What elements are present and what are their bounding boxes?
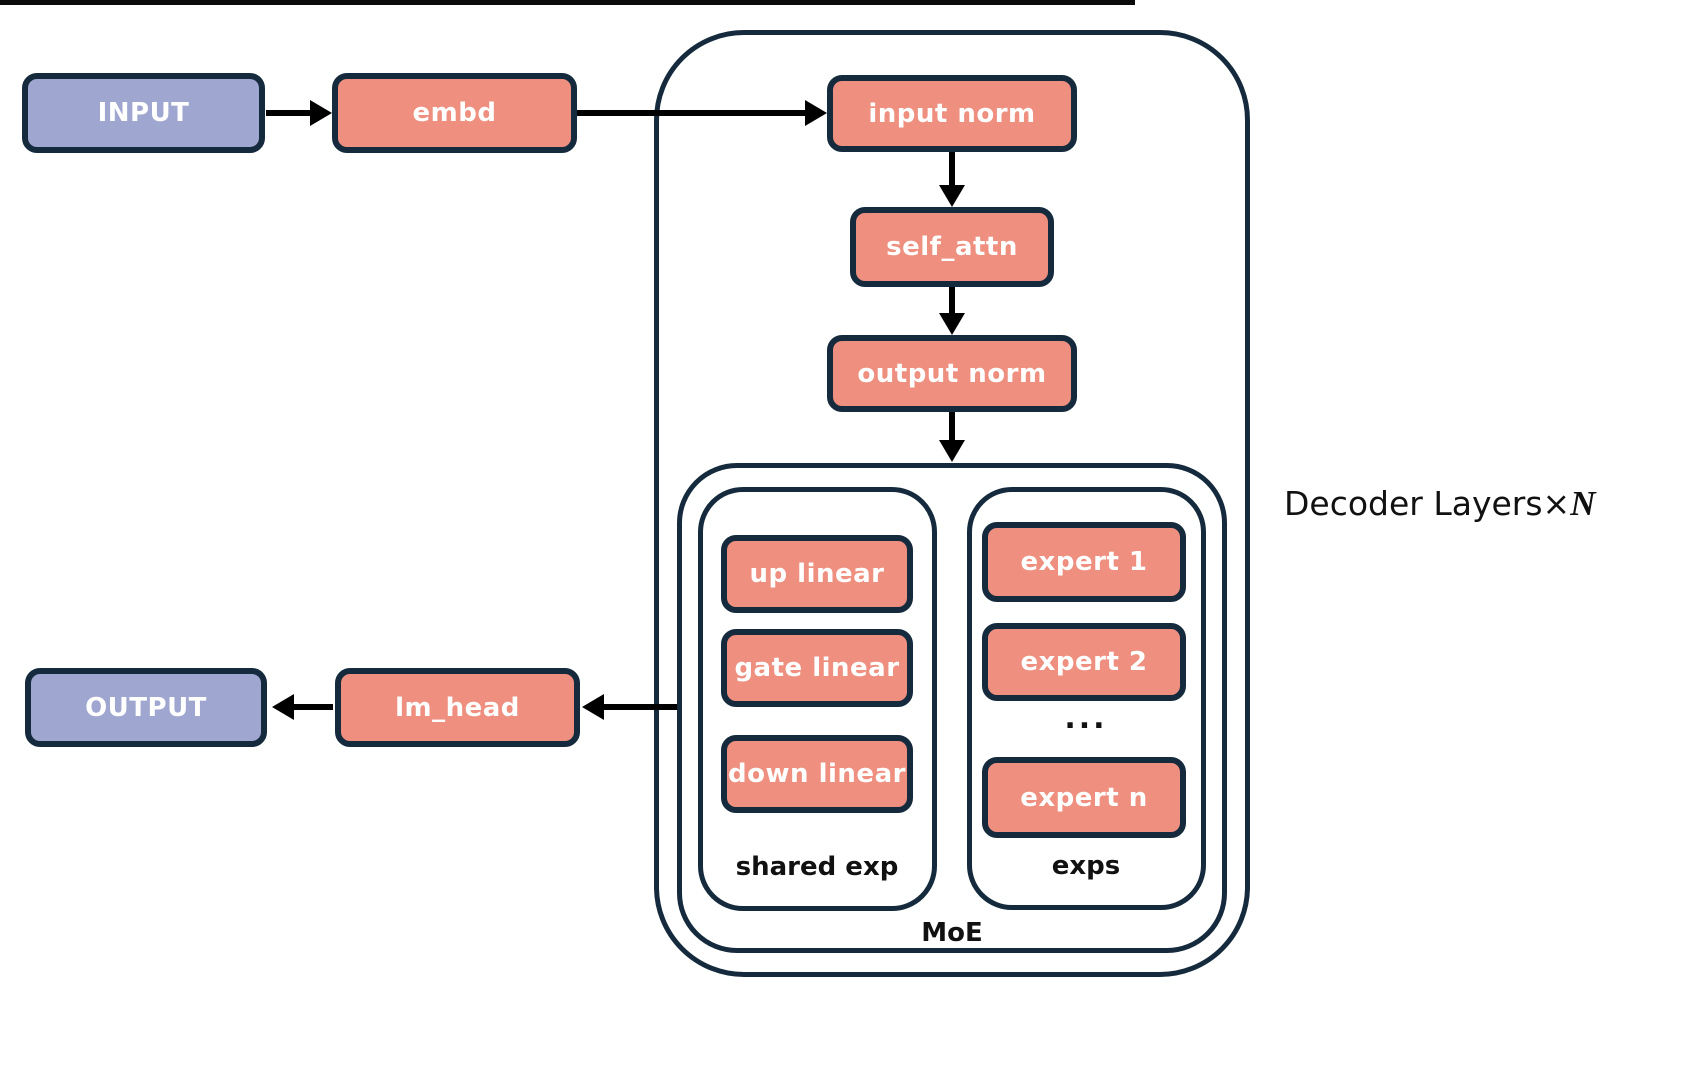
- expert-1-node: expert 1: [982, 522, 1186, 602]
- lm-head-node: lm_head: [335, 668, 580, 747]
- top-border-line: [0, 0, 1135, 5]
- up-linear-node: up linear: [721, 535, 913, 613]
- expert-n-node: expert n: [982, 757, 1186, 838]
- down-linear-node-label: down linear: [728, 759, 906, 789]
- decoder-layers-label: Decoder Layers×N: [1284, 484, 1596, 528]
- lm-head-node-label: lm_head: [395, 692, 520, 723]
- arrow-outputnorm-to-moe-head: [939, 440, 965, 462]
- embd-node-label: embd: [412, 98, 497, 128]
- moe-label-text: MoE: [921, 918, 983, 948]
- output-norm-node-label: output norm: [857, 358, 1047, 389]
- expert-2-node: expert 2: [982, 623, 1186, 701]
- arrow-lmhead-to-output-head: [272, 694, 294, 720]
- exps-container: [967, 487, 1206, 910]
- up-linear-node-label: up linear: [749, 559, 885, 589]
- input-node: INPUT: [22, 73, 265, 153]
- self-attn-node-label: self_attn: [886, 232, 1018, 262]
- self-attn-node: self_attn: [850, 207, 1054, 287]
- arrow-input-to-embd-line: [266, 110, 310, 116]
- shared-exp-label: shared exp: [717, 850, 917, 884]
- decoder-layers-label-n: N: [1570, 484, 1596, 523]
- arrow-input-to-embd-head: [310, 100, 332, 126]
- shared-exp-label-text: shared exp: [735, 852, 899, 882]
- arrow-embd-to-inputnorm-head: [805, 100, 827, 126]
- expert-1-node-label: expert 1: [1020, 547, 1148, 577]
- arrow-outputnorm-to-moe-line: [949, 412, 955, 440]
- gate-linear-node-label: gate linear: [734, 653, 900, 683]
- expert-n-node-label: expert n: [1020, 782, 1148, 813]
- output-norm-node: output norm: [827, 335, 1077, 412]
- input-norm-node-label: input norm: [868, 98, 1036, 129]
- decoder-layers-container: [654, 30, 1250, 977]
- expert-2-node-label: expert 2: [1020, 647, 1148, 677]
- output-node-label: OUTPUT: [85, 692, 207, 723]
- arrow-moe-to-lmhead-line: [604, 704, 677, 710]
- shared-exp-container: [698, 487, 937, 911]
- experts-ellipsis: ...: [1036, 700, 1136, 736]
- experts-ellipsis-text: ...: [1064, 700, 1108, 736]
- embd-node: embd: [332, 73, 577, 153]
- down-linear-node: down linear: [721, 735, 913, 813]
- arrow-embd-to-inputnorm-line: [577, 110, 805, 116]
- arrow-inputnorm-to-selfattn-head: [939, 185, 965, 207]
- input-norm-node: input norm: [827, 75, 1077, 152]
- arrow-selfattn-to-outputnorm-head: [939, 313, 965, 335]
- arrow-inputnorm-to-selfattn-line: [949, 150, 955, 187]
- output-node: OUTPUT: [25, 668, 267, 747]
- moe-container: [677, 463, 1227, 953]
- exps-label-text: exps: [1051, 851, 1121, 881]
- arrow-lmhead-to-output-line: [294, 704, 333, 710]
- moe-label: MoE: [852, 916, 1052, 950]
- decoder-layers-label-prefix: Decoder Layers×: [1284, 484, 1571, 523]
- input-node-label: INPUT: [97, 98, 190, 128]
- gate-linear-node: gate linear: [721, 629, 913, 707]
- exps-label: exps: [986, 849, 1186, 883]
- arrow-moe-to-lmhead-head: [582, 694, 604, 720]
- arrow-selfattn-to-outputnorm-line: [949, 287, 955, 313]
